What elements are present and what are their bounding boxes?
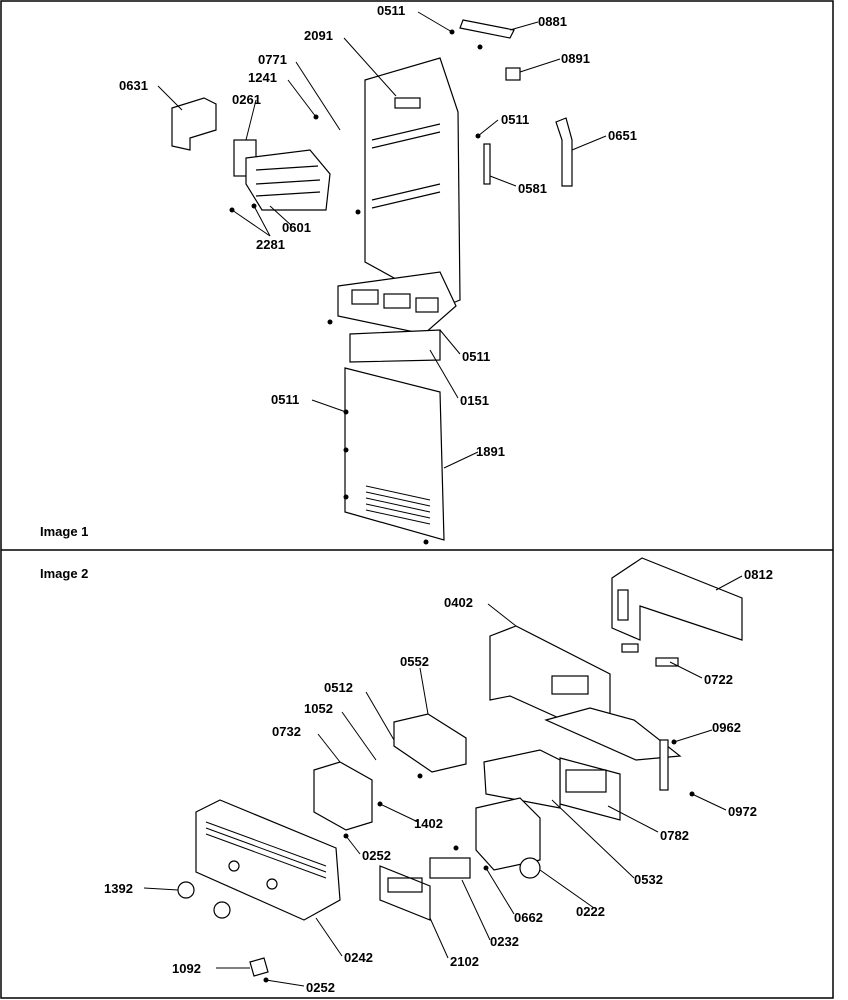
callout-label: 0252 bbox=[306, 980, 335, 995]
image-2-callouts: 0812 0402 0722 0552 0512 1052 0732 0962 … bbox=[104, 567, 773, 995]
callout-label: 1092 bbox=[172, 961, 201, 976]
image-2-caption: Image 2 bbox=[40, 566, 88, 581]
callout-label: 0972 bbox=[728, 804, 757, 819]
callout-label: 0232 bbox=[490, 934, 519, 949]
callout-label: 0402 bbox=[444, 595, 473, 610]
callout-label: 0511 bbox=[271, 392, 299, 407]
callout-label: 2281 bbox=[256, 237, 285, 252]
callout-label: 0891 bbox=[561, 51, 590, 66]
callout-label: 2102 bbox=[450, 954, 479, 969]
callout-label: 0151 bbox=[460, 393, 489, 408]
callout-label: 0511 bbox=[462, 349, 490, 364]
callout-label: 0261 bbox=[232, 92, 261, 107]
callout-label: 1241 bbox=[248, 70, 277, 85]
image-1-callouts: 0511 0881 2091 0891 0771 1241 0631 0261 … bbox=[119, 3, 637, 459]
callout-label: 1891 bbox=[476, 444, 505, 459]
callout-label: 0252 bbox=[362, 848, 391, 863]
callout-label: 0662 bbox=[514, 910, 543, 925]
callout-label: 0771 bbox=[258, 52, 287, 67]
callout-label: 0962 bbox=[712, 720, 741, 735]
callout-label: 0812 bbox=[744, 567, 773, 582]
callout-label: 1392 bbox=[104, 881, 133, 896]
callout-label: 0552 bbox=[400, 654, 429, 669]
callout-label: 0222 bbox=[576, 904, 605, 919]
callout-label: 0881 bbox=[538, 14, 567, 29]
callout-label: 0581 bbox=[518, 181, 547, 196]
callout-label: 0651 bbox=[608, 128, 637, 143]
callout-label: 1402 bbox=[414, 816, 443, 831]
callout-label: 0782 bbox=[660, 828, 689, 843]
callout-label: 2091 bbox=[304, 28, 333, 43]
image-1-caption: Image 1 bbox=[40, 524, 88, 539]
callout-label: 1052 bbox=[304, 701, 333, 716]
callout-label: 0511 bbox=[501, 112, 529, 127]
image-2-drawing bbox=[143, 557, 743, 987]
callout-label: 0242 bbox=[344, 950, 373, 965]
callout-label: 0511 bbox=[377, 3, 405, 18]
callout-label: 0722 bbox=[704, 672, 733, 687]
callout-label: 0532 bbox=[634, 872, 663, 887]
image-1-drawing bbox=[157, 11, 607, 545]
callout-label: 0732 bbox=[272, 724, 301, 739]
callout-label: 0512 bbox=[324, 680, 353, 695]
callout-label: 0601 bbox=[282, 220, 311, 235]
callout-label: 0631 bbox=[119, 78, 148, 93]
